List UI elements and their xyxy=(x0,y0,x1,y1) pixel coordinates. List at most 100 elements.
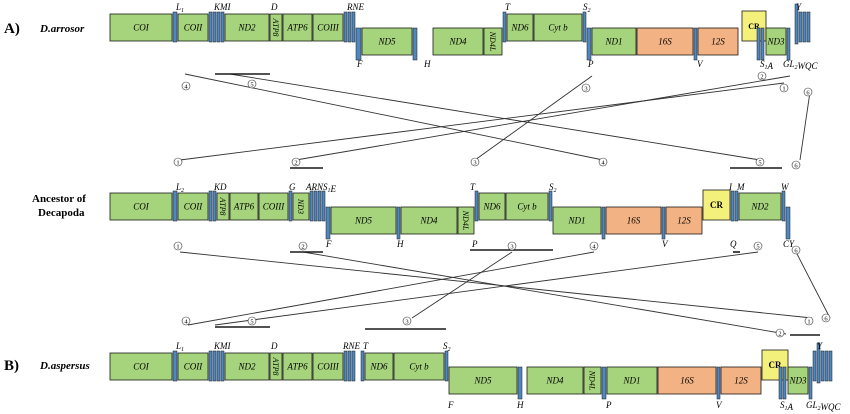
gene-trna-block xyxy=(782,366,787,400)
gene-nd2-label: ND2 xyxy=(237,362,256,372)
gene-nd1-block xyxy=(552,206,602,235)
gene-trna-block xyxy=(693,27,698,61)
svg-text:2: 2 xyxy=(778,330,781,337)
gene-nd3-label: ND3 xyxy=(766,37,785,47)
block-marker-2: 2 xyxy=(757,71,767,80)
trna-label-top: KD xyxy=(213,182,227,192)
gene-trna-block xyxy=(396,206,401,240)
svg-text:4: 4 xyxy=(601,159,605,166)
gene-nd6-label: ND6 xyxy=(369,362,388,372)
gene-trna-block xyxy=(212,190,217,222)
trna-label-bottom: P xyxy=(605,400,612,410)
gene-nd4-label: ND4 xyxy=(545,376,564,386)
gene-cyt-b-label: Cyt b xyxy=(409,362,429,372)
gene-nd2-label: ND2 xyxy=(237,23,256,33)
svg-text:6: 6 xyxy=(794,162,798,169)
panel-a-label: A) xyxy=(4,21,20,37)
gene-coii-block xyxy=(177,192,209,221)
svg-text:2: 2 xyxy=(760,73,763,80)
trna-label-top: KMI xyxy=(213,341,232,351)
gene-cyt-b-block xyxy=(533,13,583,42)
gene-atp6-block xyxy=(282,352,313,381)
gene-nd1-label: ND1 xyxy=(622,376,640,386)
trna-label-top: Y xyxy=(796,2,802,12)
gene-trna-block xyxy=(220,11,225,43)
gene-trna-block xyxy=(321,190,326,222)
panel-a-species: D.arrosor xyxy=(39,23,85,35)
block-marker-5: 5 xyxy=(247,79,257,88)
gene-trna-block xyxy=(347,11,352,43)
svg-text:3: 3 xyxy=(405,318,408,325)
gene-trna-block xyxy=(208,350,213,382)
svg-text:4: 4 xyxy=(184,318,188,325)
gene-cyt-b-block xyxy=(393,352,445,381)
trna-label-top: L1 xyxy=(175,2,184,14)
gene-nd3-block xyxy=(765,27,787,56)
trna-label-bottom: V xyxy=(716,400,723,410)
gene-nd1-label: ND1 xyxy=(567,216,585,226)
svg-text:5: 5 xyxy=(756,243,759,250)
trna-label-bottom: S1A xyxy=(760,59,774,71)
rearrangement-lines xyxy=(179,73,831,335)
svg-text:4: 4 xyxy=(592,243,596,250)
gene-nd4-block xyxy=(432,27,484,56)
gene-trna-block xyxy=(309,190,314,222)
trna-label-bottom: CY xyxy=(783,239,795,249)
gene-atp6-label: ATP6 xyxy=(233,202,255,212)
gene-trna-block xyxy=(828,350,833,382)
gene-nd4-block xyxy=(400,206,458,235)
gene-coi-block xyxy=(109,13,173,42)
gene-nd3-label: ND3 xyxy=(296,198,305,214)
gene-trna-block xyxy=(355,27,362,61)
gene-nd3-label: ND3 xyxy=(788,376,807,386)
gene-cr-label: CR xyxy=(710,200,723,210)
gene-coii-block xyxy=(177,352,209,381)
gene-trna-block xyxy=(756,27,761,61)
gene-coi-label: COI xyxy=(133,362,150,372)
gene-trna-block xyxy=(216,350,221,382)
gene-atp6-label: ATP6 xyxy=(286,23,308,33)
block-marker-1: 1 xyxy=(804,316,814,326)
gene-atp8-block xyxy=(269,13,283,42)
trna-label-bottom: GL2WQC xyxy=(783,59,819,71)
gene-trna-block xyxy=(802,11,807,43)
trna-label-top: D xyxy=(270,2,278,12)
gene-cyt-b-label: Cyt b xyxy=(517,202,537,212)
trna-label-top: I xyxy=(728,182,733,192)
gene-trna-block xyxy=(730,190,735,222)
trna-label-bottom: GL2WQC xyxy=(806,400,842,412)
block-marker-4: 4 xyxy=(181,316,191,326)
gene-coi-label: COI xyxy=(133,23,150,33)
block-marker-1: 1 xyxy=(173,157,183,166)
gene-coi-block xyxy=(109,352,173,381)
gene-trna-block xyxy=(212,11,217,43)
gene-trna-block xyxy=(343,350,348,382)
gene-trna-block xyxy=(798,11,803,43)
gene-12s-block xyxy=(697,27,739,56)
gene-trna-block xyxy=(351,350,356,382)
gene-nd6-label: ND6 xyxy=(482,202,501,212)
block-marker-3: 3 xyxy=(470,157,480,166)
block-marker-6: 6 xyxy=(791,160,801,169)
trna-label-bottom: P xyxy=(587,59,594,69)
gene-cyt-b-label: Cyt b xyxy=(548,23,568,33)
svg-text:4: 4 xyxy=(184,83,188,90)
trna-label-top: T xyxy=(505,2,511,12)
trna-label-top: G xyxy=(289,182,296,192)
svg-text:3: 3 xyxy=(584,85,587,92)
block-marker-2: 2 xyxy=(775,328,785,338)
trna-label-top: L1 xyxy=(175,341,184,353)
block-marker-4: 4 xyxy=(598,157,608,166)
gene-12s-label: 12S xyxy=(734,376,748,386)
block-marker-1: 1 xyxy=(779,83,789,92)
gene-12s-label: 12S xyxy=(677,216,691,226)
gene-trna-block xyxy=(220,350,225,382)
gene-cyt-b-block xyxy=(505,192,549,221)
gene-nd3-block xyxy=(787,366,809,395)
gene-trna-block xyxy=(582,11,587,43)
trna-label-top: KMI xyxy=(213,2,232,12)
trna-label-top: ARNS1E xyxy=(305,182,337,194)
